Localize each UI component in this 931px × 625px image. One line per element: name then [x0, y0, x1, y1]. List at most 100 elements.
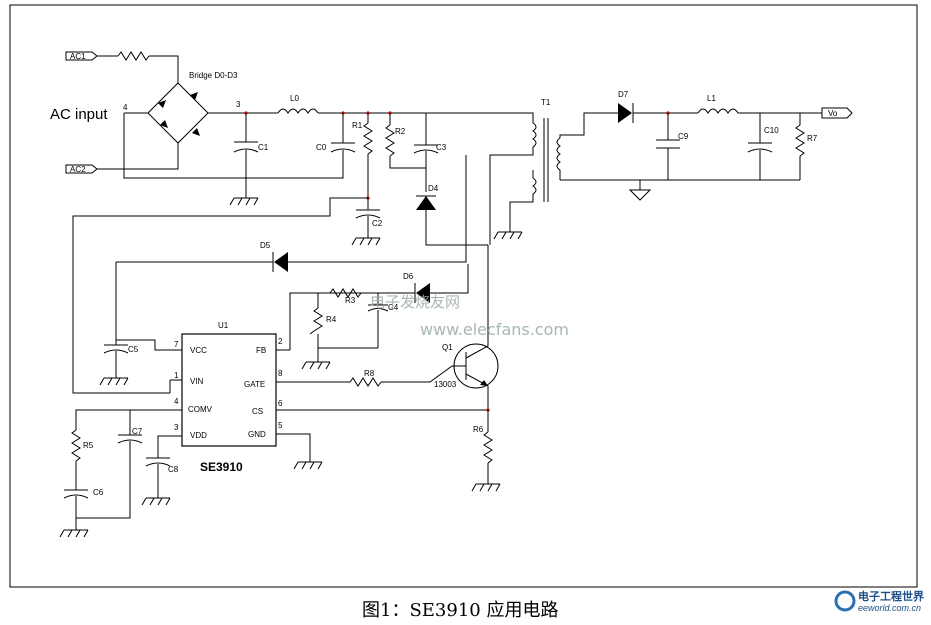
transistor-q1: Q1 13003: [434, 245, 499, 410]
diode-d4: D4: [416, 184, 488, 246]
capacitor-c3: C3: [413, 113, 447, 192]
svg-text:C7: C7: [132, 427, 143, 436]
svg-text:CS: CS: [252, 407, 263, 416]
capacitor-c5: C5: [103, 335, 170, 378]
svg-text:GATE: GATE: [244, 380, 265, 389]
diode-d5: D5: [116, 155, 467, 272]
capacitor-c6: C6: [63, 488, 104, 530]
svg-text:D7: D7: [618, 90, 629, 99]
node-3-label: 3: [236, 100, 241, 109]
transformer-t1: T1: [489, 98, 640, 245]
svg-text:5: 5: [278, 421, 283, 430]
capacitor-c1: C1: [233, 113, 269, 198]
svg-text:13003: 13003: [434, 380, 457, 389]
capacitor-c0: C0: [124, 113, 356, 179]
resistor-r7: R7: [795, 113, 818, 180]
svg-text:C8: C8: [168, 465, 179, 474]
svg-text:SE3910: SE3910: [200, 460, 243, 474]
svg-text:R3: R3: [345, 296, 356, 305]
inductor-l1: L1: [697, 94, 822, 114]
svg-text:4: 4: [174, 397, 179, 406]
figure-caption: 图1：SE3910 应用电路: [362, 600, 558, 621]
svg-text:R1: R1: [352, 121, 363, 130]
svg-text:C0: C0: [316, 143, 327, 152]
svg-text:8: 8: [278, 369, 283, 378]
svg-text:L1: L1: [707, 94, 716, 103]
svg-text:D6: D6: [403, 272, 414, 281]
svg-text:AC1: AC1: [70, 52, 86, 61]
svg-text:GND: GND: [248, 430, 266, 439]
capacitor-c4: C4: [367, 293, 399, 348]
svg-text:Vo: Vo: [828, 109, 838, 118]
svg-text:Bridge D0-D3: Bridge D0-D3: [189, 71, 238, 80]
svg-text:3: 3: [174, 423, 179, 432]
svg-text:C6: C6: [93, 488, 104, 497]
capacitor-c8: C8: [145, 435, 179, 498]
ground-symbol: [493, 231, 523, 240]
resistor-r3: R3: [329, 288, 362, 305]
svg-text:VDD: VDD: [190, 431, 207, 440]
watermark-url: www.elecfans.com: [420, 320, 569, 339]
svg-text:L0: L0: [290, 94, 299, 103]
svg-text:C4: C4: [388, 303, 399, 312]
svg-text:R6: R6: [473, 425, 484, 434]
diode-d7: D7: [612, 90, 698, 123]
svg-text:C1: C1: [258, 143, 269, 152]
svg-text:D4: D4: [428, 184, 439, 193]
ground-symbol: [99, 377, 129, 386]
svg-text:R2: R2: [395, 127, 406, 136]
svg-text:FB: FB: [256, 346, 266, 355]
svg-text:AC2: AC2: [70, 165, 86, 174]
svg-text:Q1: Q1: [442, 343, 453, 352]
svg-text:R5: R5: [83, 441, 94, 450]
svg-text:1: 1: [174, 371, 179, 380]
capacitor-c9: C9: [656, 113, 689, 180]
ac1-terminal: AC1: [65, 51, 98, 61]
ac2-terminal: AC2: [65, 164, 98, 174]
svg-text:C9: C9: [678, 132, 689, 141]
ground-symbol: [229, 197, 259, 206]
ground-symbol: [141, 497, 171, 506]
svg-text:C3: C3: [436, 143, 447, 152]
inductor-l0: L0: [277, 94, 319, 114]
svg-text:COMV: COMV: [188, 405, 213, 414]
svg-text:eeworld.com.cn: eeworld.com.cn: [858, 603, 921, 613]
chip-se3910: U1 SE3910 7 VCC 1 VIN 4 COMV 3 VDD 2 FB …: [174, 321, 283, 474]
svg-text:C2: C2: [372, 219, 383, 228]
capacitor-c7: C7: [76, 427, 143, 519]
bridge-rectifier: Bridge D0-D3: [147, 66, 250, 160]
resistor-r4: R4: [309, 293, 378, 362]
svg-text:R7: R7: [807, 134, 818, 143]
resistor-r1: R1: [352, 113, 373, 198]
resistor-r2: R2: [385, 113, 426, 169]
svg-text:T1: T1: [541, 98, 551, 107]
watermark-cn: 电子发烧友网: [370, 293, 460, 311]
capacitor-c10: C10: [747, 113, 779, 180]
resistor-r5: R5: [71, 429, 94, 490]
svg-text:2: 2: [278, 337, 283, 346]
resistor-r8: R8: [349, 365, 453, 387]
svg-text:电子工程世界: 电子工程世界: [858, 589, 924, 603]
ac-input-label: AC input: [50, 106, 108, 123]
svg-text:VIN: VIN: [190, 377, 204, 386]
ground-symbol: [293, 461, 323, 470]
svg-text:R4: R4: [326, 315, 337, 324]
ground-symbol: [59, 529, 89, 538]
ground-symbol: [351, 237, 381, 246]
svg-text:R8: R8: [364, 369, 375, 378]
svg-text:U1: U1: [218, 321, 229, 330]
ground-symbol: [628, 180, 652, 201]
svg-text:C10: C10: [764, 126, 779, 135]
vo-terminal: Vo: [821, 107, 853, 119]
eeworld-logo: 电子工程世界 eeworld.com.cn: [834, 589, 924, 613]
svg-text:C5: C5: [128, 345, 139, 354]
capacitor-c2: C2: [355, 198, 383, 238]
diagram-frame: [9, 4, 918, 588]
svg-text:7: 7: [174, 340, 179, 349]
node-4-label: 4: [123, 103, 128, 112]
ground-symbol: [301, 361, 331, 370]
ground-symbol: [471, 483, 501, 492]
svg-text:VCC: VCC: [190, 346, 207, 355]
svg-text:6: 6: [278, 399, 283, 408]
